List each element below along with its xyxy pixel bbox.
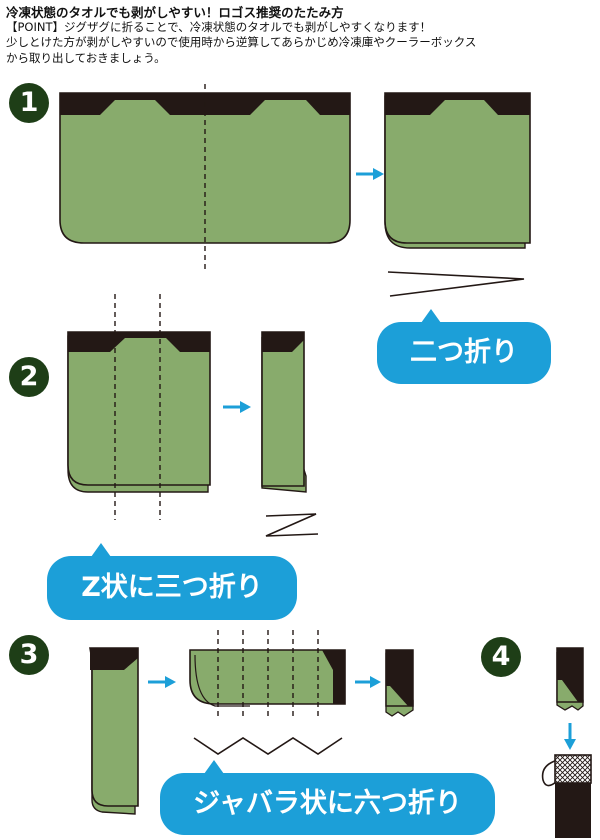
right-arrow-icon (355, 676, 381, 688)
step-badge-2: 2 (9, 357, 49, 397)
right-arrow-icon (148, 676, 176, 688)
step2-towel-half (67, 331, 211, 493)
step3-towel-bellows (385, 649, 414, 717)
body-text-line-1: 少しとけた方が剥がしやすいので使用時から逆算してあらかじめ冷凍庫やクーラーボック… (6, 35, 477, 49)
step3-towel-strip (89, 647, 139, 815)
right-arrow-icon (356, 168, 384, 180)
step3-fold-lines (217, 630, 319, 720)
step-badge-4: 4 (481, 637, 521, 677)
body-text: 少しとけた方が剥がしやすいので使用時から逆算してあらかじめ冷凍庫やクーラーボック… (6, 34, 476, 66)
step4-towel-rolled (556, 647, 584, 711)
body-text-line-2: から取り出しておきましょう。 (6, 51, 166, 65)
step1-towel-folded (384, 92, 531, 249)
step2-fold-profile (265, 513, 319, 537)
right-arrow-icon (223, 401, 251, 413)
page-title: 冷凍状態のタオルでも剥がしやすい！ロゴス推奨のたたみ方 (6, 5, 344, 20)
step1-caption: 二つ折り (377, 309, 551, 384)
step-badge-1: 1 (9, 83, 49, 123)
point-text: 【POINT】ジグザグに折ることで、冷凍状態のタオルでも剥がしやすくなります！ (6, 20, 432, 34)
step-badge-3: 3 (9, 635, 49, 675)
down-arrow-icon (564, 723, 576, 750)
step1-fold-profile (387, 271, 525, 297)
step2-towel-z-folded (261, 331, 307, 493)
step3-caption: ジャバラ状に六つ折り (160, 760, 495, 835)
step3-fold-profile (193, 737, 343, 755)
step2-caption: Z状に三つ折り (47, 543, 297, 620)
mesh-bag-icon (541, 754, 592, 838)
